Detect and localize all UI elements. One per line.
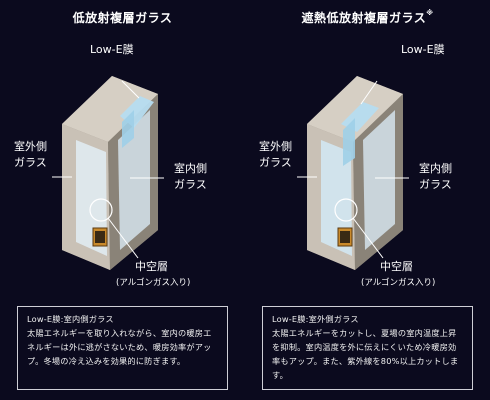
right-panel: 遮熱低放射複層ガラス※ Low-E膜 室外側 ガラス 室内側 ガラス 中空層 (…: [245, 0, 490, 400]
right-description-box: Low-E膜:室外側ガラス 太陽エネルギーをカットし、夏場の室内温度上昇を抑制。…: [262, 306, 473, 390]
left-air-layer-label: 中空層: [135, 260, 168, 273]
right-indoor-label-2: ガラス: [419, 178, 452, 191]
left-inner-glass: [118, 110, 150, 250]
right-glass-diagram: [297, 76, 409, 270]
right-argon-label: (アルゴンガス入り): [361, 278, 436, 288]
left-indoor-label-1: 室内側: [174, 162, 207, 175]
right-outer-glass: [321, 140, 352, 256]
right-indoor-label-1: 室内側: [419, 162, 452, 175]
right-low-e-label: Low-E膜: [401, 43, 445, 56]
left-description-box: Low-E膜:室内側ガラス 太陽エネルギーを取り入れながら、室内の暖房エネルギー…: [17, 306, 228, 390]
right-panel-title: 遮熱低放射複層ガラス※: [245, 9, 490, 26]
left-description-body: 太陽エネルギーを取り入れながら、室内の暖房エネルギーは外に逃がさないため、暖房効…: [27, 328, 212, 366]
left-indoor-label-2: ガラス: [174, 178, 207, 191]
right-inner-glass: [363, 110, 395, 250]
left-panel-title: 低放射複層ガラス: [72, 11, 173, 25]
right-description-body: 太陽エネルギーをカットし、夏場の室内温度上昇を抑制。室内温度を外に伝えにくいため…: [272, 328, 459, 380]
right-outdoor-label-1: 室外側: [259, 140, 292, 153]
left-panel: 低放射複層ガラス Low-E膜 室外側 ガラス 室内側 ガラス 中空層 (アルゴ…: [14, 11, 228, 390]
left-glass-diagram: [52, 76, 164, 270]
left-outdoor-label-2: ガラス: [14, 156, 47, 169]
right-spacer-highlight: [334, 198, 358, 222]
right-air-layer-label: 中空層: [380, 260, 413, 273]
left-argon-label: (アルゴンガス入り): [116, 278, 191, 288]
left-low-e-label: Low-E膜: [90, 43, 134, 56]
right-description-title: Low-E膜:室外側ガラス: [272, 314, 359, 324]
left-spacer-highlight: [89, 198, 113, 222]
left-outdoor-label-1: 室外側: [14, 140, 47, 153]
right-frame-top: [307, 76, 403, 142]
left-outer-glass: [76, 140, 107, 256]
right-title-note: ※: [426, 9, 434, 17]
right-title-text: 遮熱低放射複層ガラス: [301, 11, 427, 25]
right-outdoor-label-2: ガラス: [259, 156, 292, 169]
left-description-title: Low-E膜:室内側ガラス: [27, 314, 114, 324]
